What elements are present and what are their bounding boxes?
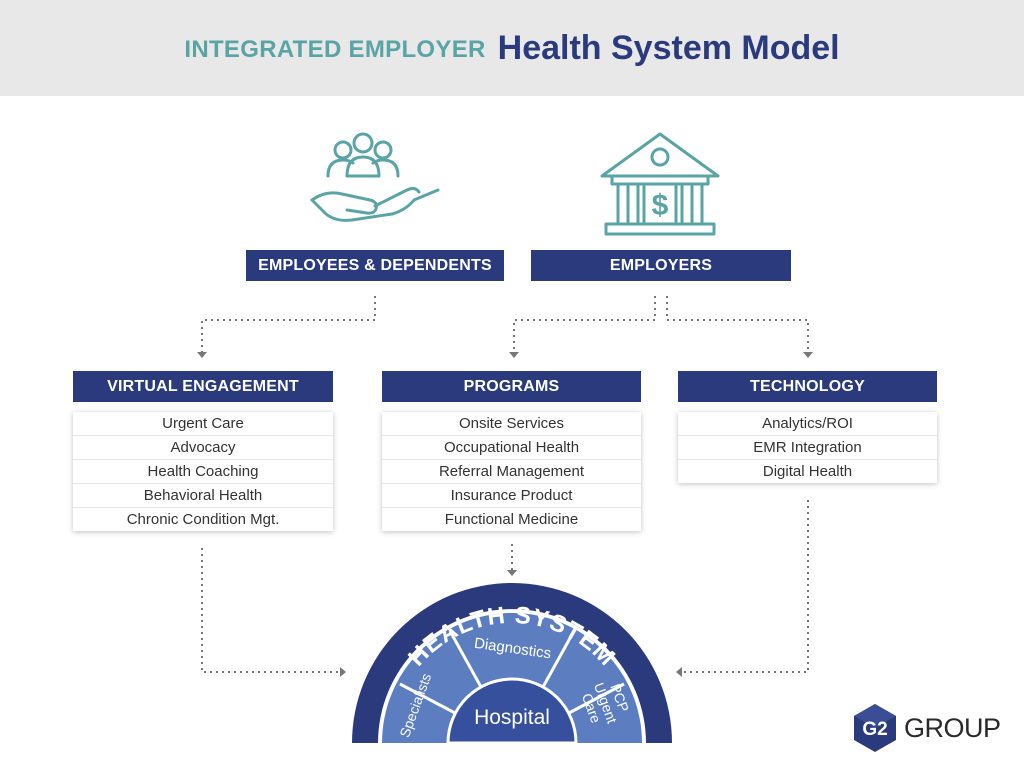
people-in-hand-icon	[310, 132, 440, 222]
list-item: Insurance Product	[382, 484, 641, 508]
g2-hexagon-mark: G2	[854, 704, 896, 752]
list-item: Referral Management	[382, 460, 641, 484]
header-banner: INTEGRATED EMPLOYER Health System Model	[0, 0, 1024, 96]
list-item: Urgent Care	[73, 412, 333, 436]
list-item: Analytics/ROI	[678, 412, 937, 436]
technology-list: Analytics/ROI EMR Integration Digital He…	[678, 412, 937, 483]
list-item: Advocacy	[73, 436, 333, 460]
list-item: EMR Integration	[678, 436, 937, 460]
list-item: Occupational Health	[382, 436, 641, 460]
dotted-connectors	[201, 296, 809, 673]
list-item: Onsite Services	[382, 412, 641, 436]
page-title: Health System Model	[497, 28, 840, 67]
employers-bar: EMPLOYERS	[531, 250, 791, 281]
bank-dollar-icon: $	[600, 132, 720, 236]
hospital-label: Hospital	[474, 706, 550, 729]
title-prefix: INTEGRATED EMPLOYER	[184, 36, 486, 63]
connector-arrowheads	[197, 352, 813, 677]
list-item: Digital Health	[762, 463, 853, 480]
list-item: Health Coaching	[73, 460, 333, 484]
list-item: Functional Medicine	[444, 511, 579, 528]
list-item: Chronic Condition Mgt.	[126, 511, 280, 528]
programs-header: PROGRAMS	[382, 371, 641, 402]
technology-header: TECHNOLOGY	[678, 371, 937, 402]
employees-dependents-bar: EMPLOYEES & DEPENDENTS	[246, 250, 504, 281]
logo-mark-text: G2	[862, 719, 887, 740]
pcp-urgent-care-label: PCP Urgent Care	[579, 680, 632, 725]
svg-text:$: $	[652, 189, 669, 222]
virtual-engagement-header: VIRTUAL ENGAGEMENT	[73, 371, 333, 402]
programs-list: Onsite Services Occupational Health Refe…	[382, 412, 641, 531]
g2-group-logo: G2 GROUP	[852, 702, 1001, 754]
list-item: Behavioral Health	[73, 484, 333, 508]
hospital-core	[446, 677, 578, 745]
virtual-engagement-list: Urgent Care Advocacy Health Coaching Beh…	[73, 412, 333, 531]
logo-text: GROUP	[904, 712, 1001, 743]
health-system-diagram	[352, 583, 672, 745]
